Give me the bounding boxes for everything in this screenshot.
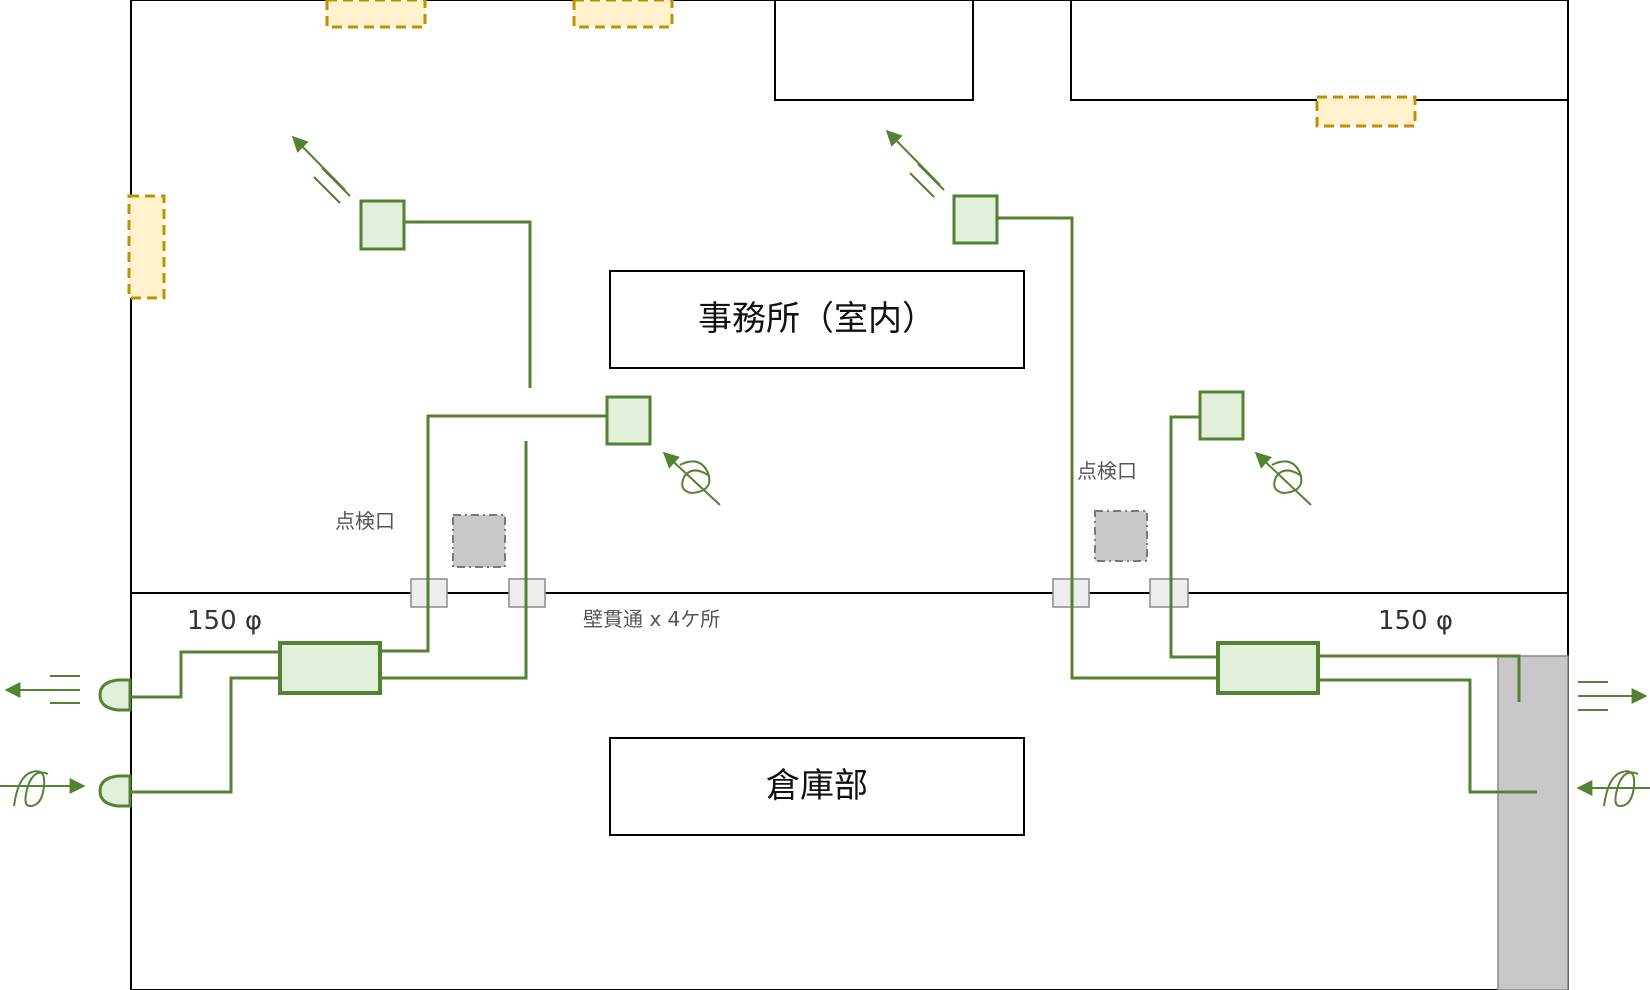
duct-size-left: 150 φ: [187, 606, 262, 636]
exhaust-grille-left: [359, 199, 406, 251]
svg-text:倉庫部: 倉庫部: [766, 766, 868, 806]
svg-text:事務所（室内）: 事務所（室内）: [698, 299, 936, 339]
inspection-hatch-left: [452, 514, 506, 568]
office-label-box: 事務所（室内）: [609, 270, 1025, 369]
exhaust-arrow-right: [885, 129, 945, 198]
upper-room-left: [774, 0, 974, 101]
exhaust-hood-left: [98, 678, 132, 712]
ceiling-light: [325, 0, 427, 29]
ceiling-light: [127, 194, 166, 300]
duct-size-right: 150 φ: [1378, 606, 1453, 636]
right-duct-system: [996, 216, 1537, 794]
inspection-label-right: 点検口: [1077, 459, 1137, 483]
exhaust-grille-right: [952, 194, 999, 245]
heat-exchanger-left: [278, 641, 382, 695]
structural-column: [1497, 655, 1569, 990]
left-duct-system: [130, 220, 607, 794]
wall-sleeve: [1149, 578, 1189, 608]
wall-penetration-label: 壁貫通 x 4ケ所: [583, 607, 720, 631]
ceiling-light: [572, 0, 674, 29]
heat-exchanger-right: [1216, 641, 1320, 695]
fresh-air-arrow-supply-right: [1254, 451, 1312, 506]
fresh-air-arrow-intake-left: [0, 770, 86, 808]
outdoor-exhaust-arrow-right: [1578, 681, 1648, 711]
upper-room-right: [1070, 0, 1568, 101]
fresh-air-arrow-intake-right: [1576, 770, 1650, 808]
supply-grille-right: [1198, 390, 1245, 441]
ceiling-light: [1315, 95, 1417, 128]
building-outline: [130, 0, 1569, 990]
inspection-label-left: 点検口: [335, 509, 395, 533]
outdoor-exhaust-arrow-left: [4, 675, 80, 704]
warehouse-label-box: 倉庫部: [609, 737, 1025, 836]
intake-hood-left: [98, 774, 132, 808]
inspection-hatch-right: [1094, 510, 1148, 562]
supply-grille-left: [605, 395, 652, 446]
fresh-air-arrow-supply-left: [662, 451, 721, 506]
exhaust-arrow-left: [291, 135, 351, 204]
